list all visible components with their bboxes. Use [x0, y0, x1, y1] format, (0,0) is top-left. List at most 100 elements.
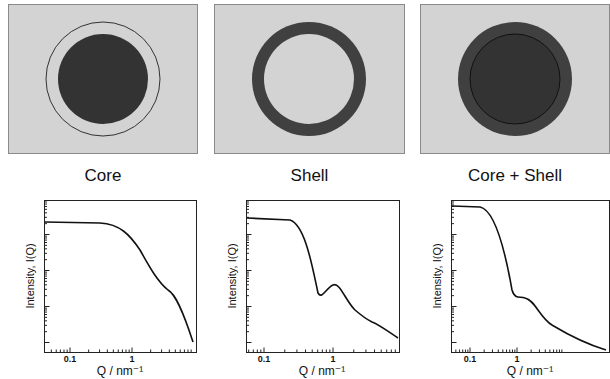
- y-tick: [45, 320, 48, 321]
- x-tick: [465, 350, 466, 353]
- x-tick: [180, 350, 181, 353]
- x-tick: [556, 350, 557, 353]
- y-tick: [452, 312, 455, 313]
- x-tick: [467, 350, 468, 353]
- y-tick: [452, 306, 457, 307]
- x-tick: [374, 350, 375, 353]
- tick-label: 0.1: [464, 354, 477, 364]
- y-tick: [452, 242, 455, 243]
- x-tick: [118, 350, 119, 353]
- x-tick: [132, 348, 133, 353]
- x-tick: [553, 350, 554, 353]
- x-tick: [284, 350, 285, 353]
- x-tick: [512, 350, 513, 353]
- x-tick: [545, 350, 546, 353]
- x-tick: [305, 350, 306, 353]
- y-tick: [452, 253, 455, 254]
- y-tick: [247, 248, 250, 249]
- y-tick: [247, 295, 250, 296]
- y-tick: [452, 270, 457, 271]
- axis-label: Q / nm⁻¹: [97, 364, 143, 378]
- y-tick: [452, 276, 455, 277]
- y-tick: [452, 331, 455, 332]
- plot-frame: [45, 201, 197, 353]
- y-tick: [45, 237, 48, 238]
- y-tick: [452, 236, 455, 237]
- axis-ticks: [45, 202, 562, 353]
- y-tick: [45, 206, 48, 207]
- x-tick: [296, 350, 297, 353]
- x-tick: [264, 348, 265, 353]
- x-tick: [333, 348, 334, 353]
- y-tick: [45, 242, 48, 243]
- y-tick: [247, 312, 250, 313]
- x-tick: [253, 350, 254, 353]
- x-tick: [260, 350, 261, 353]
- y-tick: [247, 317, 250, 318]
- axis-label: Q / nm⁻¹: [507, 364, 553, 378]
- x-tick: [509, 350, 510, 353]
- y-tick: [45, 273, 48, 274]
- y-tick: [45, 259, 48, 260]
- panel-box: Shell: [214, 4, 405, 154]
- y-tick: [247, 314, 250, 315]
- shell-sphere: [252, 22, 366, 136]
- y-tick: [45, 245, 48, 246]
- x-tick: [184, 350, 185, 353]
- x-tick: [459, 350, 460, 353]
- y-tick: [452, 204, 455, 205]
- x-tick: [386, 350, 387, 353]
- y-tick: [247, 342, 252, 343]
- y-tick: [45, 201, 48, 202]
- y-tick: [452, 317, 455, 318]
- x-tick: [329, 350, 330, 353]
- x-tick: [470, 348, 471, 353]
- hollow-core: [264, 34, 354, 124]
- y-tick: [247, 209, 250, 210]
- x-tick: [322, 350, 323, 353]
- y-tick: [247, 234, 252, 235]
- y-tick: [45, 204, 48, 205]
- y-tick: [45, 272, 48, 273]
- y-tick: [247, 212, 250, 213]
- y-tick: [247, 281, 250, 282]
- y-tick: [247, 276, 250, 277]
- x-tick: [539, 350, 540, 353]
- x-tick: [484, 350, 485, 353]
- x-tick: [559, 350, 560, 353]
- y-tick: [247, 272, 250, 273]
- scattering-curve: [45, 222, 193, 342]
- axis-label: Intensity, I(Q): [226, 243, 238, 308]
- axis-label: Intensity, I(Q): [24, 243, 36, 308]
- y-tick: [45, 295, 48, 296]
- plot-frame: [247, 201, 400, 353]
- y-tick: [247, 204, 250, 205]
- y-tick: [45, 308, 48, 309]
- y-tick: [452, 320, 455, 321]
- y-tick: [452, 309, 455, 310]
- tick-label: 1: [129, 354, 134, 364]
- panel-heading: Shell: [291, 166, 329, 186]
- panel-ground: [421, 5, 610, 154]
- x-tick: [462, 350, 463, 353]
- y-tick: [45, 312, 48, 313]
- tick-label: 1: [514, 354, 519, 364]
- x-tick: [63, 350, 64, 353]
- y-tick: [452, 237, 455, 238]
- x-tick: [67, 350, 68, 353]
- x-tick: [161, 350, 162, 353]
- y-tick: [45, 212, 48, 213]
- x-tick: [455, 350, 456, 353]
- axis-label: Q / nm⁻¹: [299, 364, 345, 378]
- y-tick: [452, 314, 455, 315]
- x-tick: [502, 350, 503, 353]
- y-tick: [45, 217, 48, 218]
- y-tick: [247, 245, 250, 246]
- y-tick: [45, 236, 48, 237]
- y-tick: [45, 289, 48, 290]
- core-sphere: [470, 34, 560, 124]
- y-tick: [452, 273, 455, 274]
- y-tick: [45, 278, 48, 279]
